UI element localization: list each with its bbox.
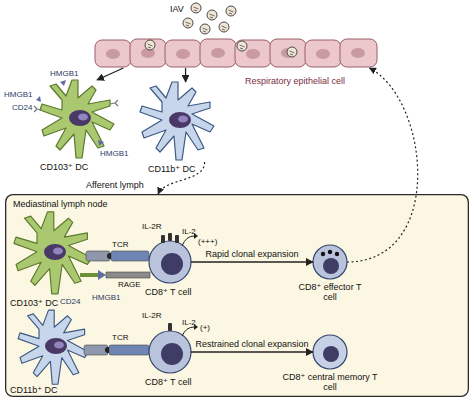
receptor-label: IL-2R (142, 311, 162, 321)
cd103-dc-shape (14, 212, 92, 294)
molecule-label: HMGB1 (4, 90, 32, 100)
mhc-molecule (84, 345, 108, 355)
level-label: (+) (200, 323, 210, 333)
nucleus (69, 110, 91, 126)
nucleus (161, 343, 183, 365)
receptor-symbols (34, 100, 118, 112)
memory-cell-shape (313, 335, 347, 369)
epithelium-band: Respiratory epithelial cell (95, 38, 378, 68)
tcr-molecule (111, 251, 149, 261)
receptor-label: TCR (112, 333, 128, 343)
effector-t-cell: CD8⁺ effector T cell (313, 245, 347, 279)
molecule-label: CD24 (60, 297, 80, 307)
dendritic-cell: CD11b⁺ DC (140, 82, 216, 162)
epithelial-nuclei (106, 48, 365, 59)
nucleus (161, 253, 183, 275)
granules (321, 250, 339, 256)
node-text: Mediastinal lymph node (13, 199, 108, 209)
molecule-label: CD24 (12, 103, 32, 113)
cd11b-dc-shape (140, 82, 214, 160)
arrow-connector (191, 351, 313, 352)
node-text: CD8⁺ T cell (145, 287, 191, 297)
arrow-connector (191, 261, 313, 262)
memory-t-cell: CD8⁺ central memory T cell (313, 335, 347, 369)
cd103-dc-shape (40, 80, 114, 158)
receptor-label: IL-2R (142, 222, 162, 232)
cd24-molecule (80, 273, 98, 277)
nucleus (169, 112, 191, 128)
il2r-rod (168, 323, 172, 331)
nucleus (45, 338, 67, 354)
epithelial-cells (95, 39, 377, 67)
nucleus (323, 258, 339, 274)
node-text: CD8⁺ central memory T cell (282, 372, 378, 392)
node-text: CD8⁺ effector T cell (297, 282, 363, 302)
cytokine-label: IL-2 (182, 318, 196, 328)
hmgb1-symbol (98, 270, 106, 280)
lymph-node-box: Mediastinal lymph nodeCD103⁺ DC CD8⁺ T ce… (5, 194, 469, 397)
edge-label: Afferent lymph (86, 180, 144, 190)
edge-label: Restrained clonal expansion (195, 339, 308, 349)
dendritic-cell: CD103⁺ DC (14, 212, 94, 296)
mhc-molecule (86, 251, 110, 261)
arrow-connector (185, 68, 186, 82)
hmgb1-symbols (36, 80, 104, 146)
node-text: CD11b⁺ DC (148, 164, 196, 174)
node-text: CD11b⁺ DC (10, 385, 58, 395)
il2r-rods (161, 233, 179, 243)
t-cell: CD8⁺ T cell (149, 331, 191, 373)
nucleus (44, 244, 66, 260)
virus-particles (145, 3, 297, 57)
dotted-arrow (347, 68, 418, 262)
rage-molecule (106, 272, 150, 278)
cd11b-dc-shape (18, 310, 88, 384)
molecule-label: HMGB1 (92, 293, 120, 303)
nucleus (323, 346, 339, 362)
dendritic-cell: CD11b⁺ DC (18, 310, 90, 386)
node-text: CD8⁺ T cell (145, 377, 191, 387)
dendritic-cell: CD103⁺ DC (40, 80, 116, 160)
secretion-arrow (182, 236, 194, 246)
t-cell-shape (149, 241, 191, 283)
molecule-label: HMGB1 (100, 149, 128, 159)
node-text: CD103⁺ DC (40, 162, 88, 172)
receptor-label: TCR (112, 240, 128, 250)
node-text: Respiratory epithelial cell (245, 76, 345, 86)
tcr-molecule (109, 345, 149, 355)
level-label: (+++) (198, 237, 217, 247)
t-cell: CD8⁺ T cell (149, 241, 191, 283)
effector-cell-shape (313, 245, 347, 279)
node-text: CD103⁺ DC (10, 298, 58, 308)
secretion-arrow (182, 327, 194, 336)
edge-label: Rapid clonal expansion (205, 249, 298, 259)
arrow-connector (97, 68, 123, 80)
lymph-node-fill (5, 194, 469, 397)
cytokine-label: IL-2 (182, 227, 196, 237)
t-cell-shape (149, 331, 191, 373)
molecule-label: HMGB1 (50, 69, 78, 79)
virus-label: IAV (170, 4, 184, 14)
receptor-label: RAGE (118, 280, 141, 290)
